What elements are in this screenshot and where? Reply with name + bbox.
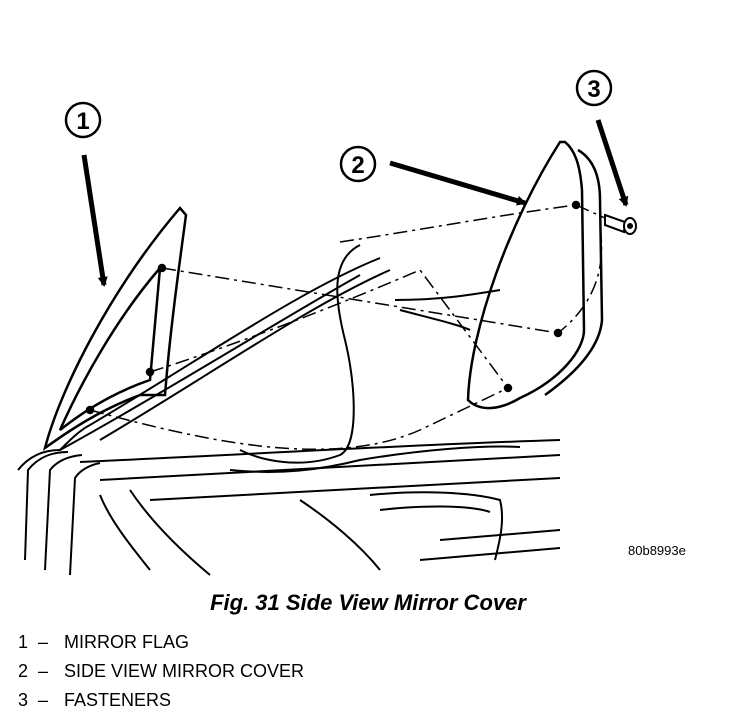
legend-number: 2 <box>18 661 29 681</box>
svg-text:2: 2 <box>351 152 364 179</box>
callout-3: 3 <box>575 69 629 207</box>
callout-1: 1 <box>64 101 108 287</box>
alignment-lines <box>89 204 606 450</box>
legend-label: MIRROR FLAG <box>64 632 190 652</box>
legend-number: 1 <box>18 632 29 652</box>
fastener-part <box>604 213 637 235</box>
legend: 1–MIRROR FLAG 2–SIDE VIEW MIRROR COVER 3… <box>18 628 304 715</box>
image-code: 80b8993e <box>628 543 686 558</box>
mirror-cover-part <box>466 140 604 410</box>
callout-2: 2 <box>339 145 527 206</box>
legend-item: 2–SIDE VIEW MIRROR COVER <box>18 657 304 686</box>
legend-separator: – <box>38 632 49 652</box>
svg-text:3: 3 <box>587 76 600 103</box>
legend-number: 3 <box>18 690 29 710</box>
legend-label: SIDE VIEW MIRROR COVER <box>64 661 305 681</box>
legend-separator: – <box>38 661 49 681</box>
legend-label: FASTENERS <box>64 690 172 710</box>
vehicle-body <box>17 244 561 576</box>
svg-text:1: 1 <box>76 108 89 135</box>
legend-separator: – <box>38 690 49 710</box>
mirror-flag-part <box>42 206 188 452</box>
figure-caption: Fig. 31 Side View Mirror Cover <box>210 590 526 615</box>
legend-item: 1–MIRROR FLAG <box>18 628 304 657</box>
mirror-cover-diagram: 1 2 3 <box>17 69 637 576</box>
legend-item: 3–FASTENERS <box>18 686 304 715</box>
